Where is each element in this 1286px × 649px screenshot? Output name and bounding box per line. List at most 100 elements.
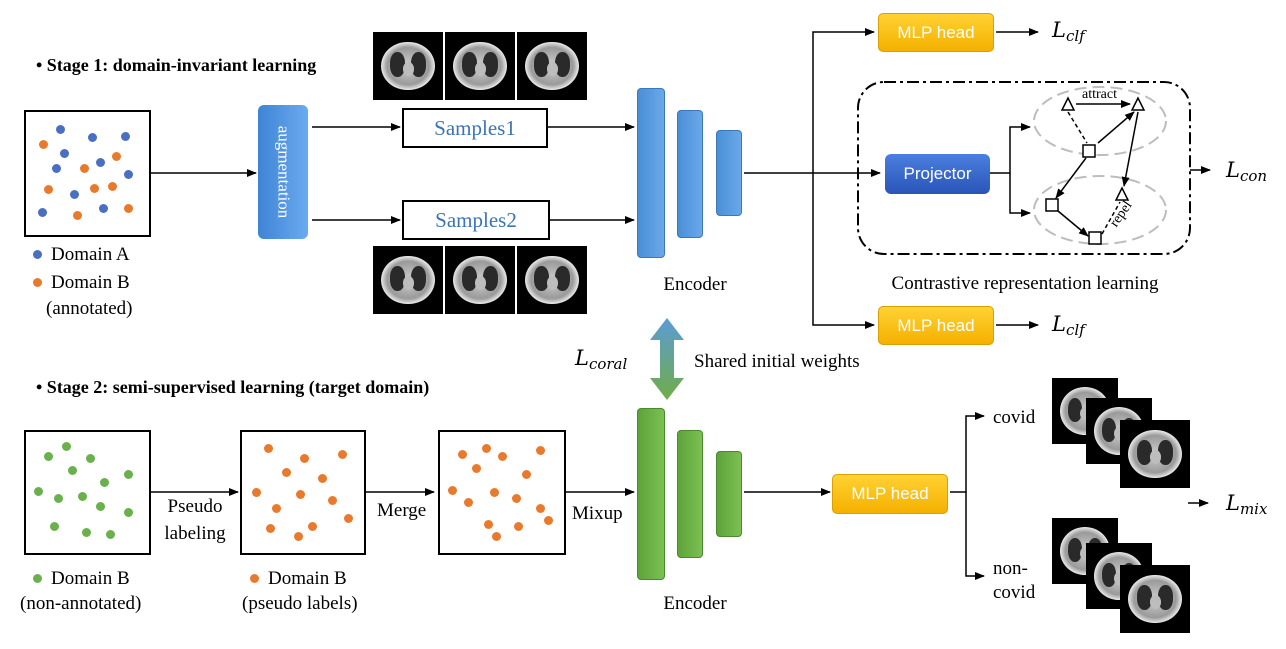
stage1-title: • Stage 1: domain-invariant learning: [36, 55, 317, 75]
scatter-dot: [112, 152, 121, 161]
scatter-dot: [80, 164, 89, 173]
encoder-layer: [637, 88, 665, 258]
scatter-dot: [328, 496, 337, 505]
legend-dot-domain-b: [33, 278, 42, 287]
scatter-dot: [34, 487, 43, 496]
scatter-dot: [536, 504, 545, 513]
projector-block: Projector: [885, 154, 990, 194]
scatter-dot: [344, 514, 353, 523]
scatter-dot: [73, 211, 82, 220]
loss-con: Lcon: [1226, 158, 1268, 185]
scatter-dot: [108, 182, 117, 191]
scatter-dot: [50, 522, 59, 531]
pseudo-labeling-label-1: Pseudo: [167, 496, 223, 517]
loss-clf-top: Lclf: [1052, 18, 1085, 45]
samples1-box: Samples1: [402, 108, 548, 148]
scatter-dot: [458, 450, 467, 459]
legend-domain-a: Domain A: [51, 244, 130, 265]
scatter-dot: [78, 492, 87, 501]
scatter-dot: [448, 486, 457, 495]
ct-scan-thumbnail: [445, 246, 515, 314]
scatter-dot: [56, 125, 65, 134]
pseudo-label-box: [240, 430, 366, 555]
legend-dot-domain-b-pseudo: [250, 574, 259, 583]
loss-clf-bottom: Lclf: [1052, 312, 1085, 339]
ct-scan-thumbnail: [373, 32, 443, 100]
samples2-box: Samples2: [402, 200, 550, 240]
scatter-dot: [252, 488, 261, 497]
scatter-dot: [44, 185, 53, 194]
encoder-layer: [677, 110, 703, 238]
merge-label: Merge: [377, 500, 427, 521]
legend-domain-b-sub: (annotated): [46, 298, 133, 319]
encoder-layer: [716, 130, 742, 216]
scatter-dot: [86, 454, 95, 463]
augmentation-block: augmentation: [258, 105, 308, 239]
target-unlabeled-box: [24, 430, 151, 555]
scatter-dot: [44, 452, 53, 461]
source-dataset-box: [24, 110, 151, 237]
scatter-dot: [294, 532, 303, 541]
scatter-dot: [124, 508, 133, 517]
scatter-dot: [90, 184, 99, 193]
scatter-dot: [338, 450, 347, 459]
scatter-dot: [482, 444, 491, 453]
encoder-layer: [677, 430, 703, 558]
scatter-dot: [54, 494, 63, 503]
scatter-dot: [264, 444, 273, 453]
noncovid-label-2: covid: [993, 582, 1036, 603]
scatter-dot: [536, 446, 545, 455]
scatter-dot: [68, 466, 77, 475]
scatter-dot: [52, 164, 61, 173]
mlp-head-middle: MLP head: [878, 306, 994, 345]
mixup-label: Mixup: [572, 503, 623, 524]
scatter-dot: [492, 532, 501, 541]
pseudo-labeling-label-2: labeling: [164, 523, 226, 544]
ct-scan-thumbnail: [1120, 420, 1190, 488]
scatter-dot: [490, 488, 499, 497]
ct-scan-thumbnail: [373, 246, 443, 314]
scatter-dot: [472, 464, 481, 473]
contrastive-caption: Contrastive representation learning: [891, 273, 1159, 294]
scatter-dot: [544, 516, 553, 525]
scatter-dot: [39, 140, 48, 149]
legend-dot-domain-b-target: [33, 574, 42, 583]
scatter-dot: [124, 204, 133, 213]
scatter-dot: [60, 149, 69, 158]
encoder-layer: [716, 451, 742, 537]
scatter-dot: [282, 468, 291, 477]
augmentation-label: augmentation: [274, 125, 293, 219]
encoder-layer: [637, 408, 665, 580]
legend-domain-b-nonannotated: Domain B: [51, 568, 130, 589]
scatter-dot: [96, 158, 105, 167]
scatter-dot: [124, 470, 133, 479]
ct-scan-thumbnail: [1120, 565, 1190, 633]
loss-mix: Lmix: [1226, 491, 1268, 518]
scatter-dot: [96, 502, 105, 511]
scatter-dot: [70, 190, 79, 199]
covid-label: covid: [993, 407, 1036, 428]
scatter-dot: [498, 452, 507, 461]
scatter-dot: [522, 470, 531, 479]
mlp-head-bottom: MLP head: [832, 474, 948, 514]
scatter-dot: [514, 522, 523, 531]
scatter-dot: [106, 530, 115, 539]
encoder-bottom-label: Encoder: [663, 593, 727, 614]
scatter-dot: [308, 522, 317, 531]
scatter-dot: [88, 133, 97, 142]
scatter-dot: [100, 478, 109, 487]
encoder-top-label: Encoder: [663, 274, 727, 295]
scatter-dot: [300, 454, 309, 463]
legend-domain-b-pseudo-sub: (pseudo labels): [242, 593, 358, 614]
merged-data-box: [438, 430, 566, 555]
legend-domain-b-pseudo: Domain B: [268, 568, 347, 589]
scatter-dot: [124, 170, 133, 179]
mlp-head-top: MLP head: [878, 13, 994, 52]
shared-weights-label: Shared initial weights: [694, 351, 860, 372]
ct-scan-thumbnail: [445, 32, 515, 100]
stage2-title: • Stage 2: semi-supervised learning (tar…: [36, 377, 430, 397]
scatter-dot: [38, 208, 47, 217]
legend-domain-b-nonannotated-sub: (non-annotated): [20, 593, 142, 614]
